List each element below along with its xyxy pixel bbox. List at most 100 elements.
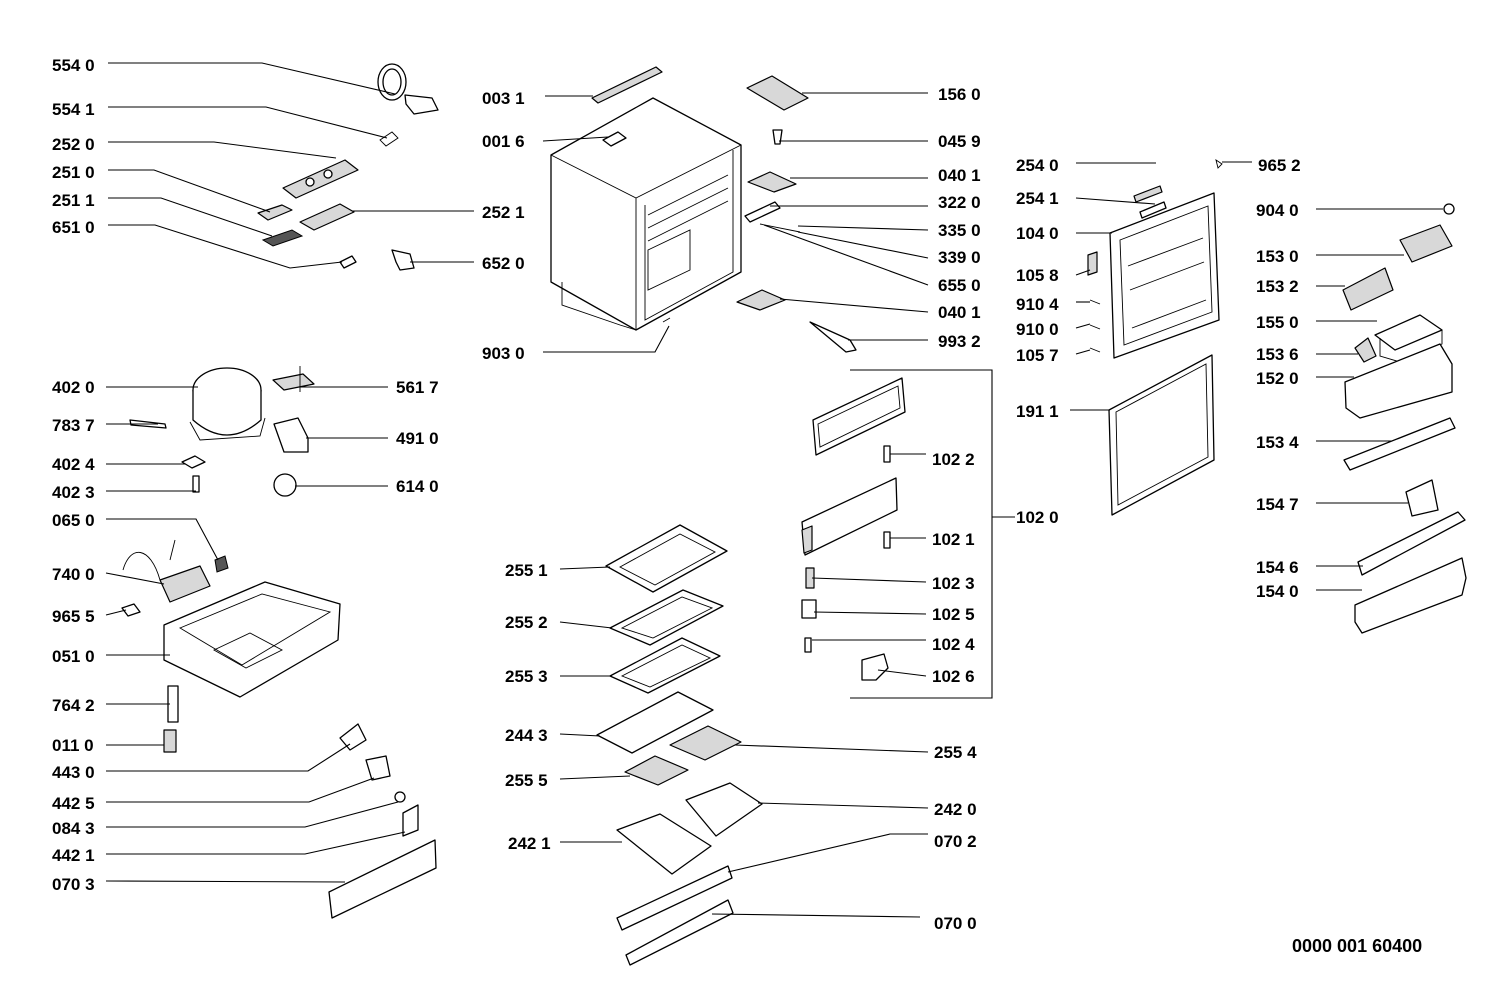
label-402-0: 402 0 — [52, 378, 95, 397]
label-153-2: 153 2 — [1256, 277, 1299, 296]
label-442-1: 442 1 — [52, 846, 95, 865]
grille-part — [261, 229, 304, 247]
label-102-3: 102 3 — [932, 574, 975, 593]
pin-2-part — [804, 637, 812, 653]
ice-tray-part — [746, 75, 809, 111]
label-554-1: 554 1 — [52, 100, 95, 119]
compressor-part — [189, 367, 266, 441]
label-903-0: 903 0 — [482, 344, 525, 363]
label-251-1: 251 1 — [52, 191, 95, 210]
label-153-6: 153 6 — [1256, 345, 1299, 364]
label-070-2: 070 2 — [934, 832, 977, 851]
cover-part — [299, 203, 355, 231]
label-051-0: 051 0 — [52, 647, 95, 666]
label-255-3: 255 3 — [505, 667, 548, 686]
relay-cover-part — [273, 417, 309, 453]
drain-part — [809, 321, 857, 353]
label-102-2: 102 2 — [932, 450, 975, 469]
small-bin-part — [1405, 479, 1439, 517]
base-strip-part — [625, 899, 734, 966]
bin-cover-2-part — [1342, 267, 1394, 311]
hinge-pin-part — [883, 445, 891, 463]
label-102-5: 102 5 — [932, 605, 975, 624]
label-084-3: 084 3 — [52, 819, 95, 838]
label-254-0: 254 0 — [1016, 156, 1059, 175]
hinge-bracket-part — [744, 201, 781, 223]
freezer-door-part — [801, 477, 898, 556]
bottle-guard-part — [1357, 511, 1466, 576]
door-seal-inner — [1115, 363, 1209, 506]
fan-ring-part — [377, 63, 439, 115]
egg-tray-part — [1374, 314, 1443, 351]
clip-part — [379, 131, 399, 147]
light-housing-part — [282, 159, 359, 199]
label-402-4: 402 4 — [52, 455, 95, 474]
label-242-0: 242 0 — [934, 800, 977, 819]
label-191-1: 191 1 — [1016, 402, 1059, 421]
label-442-5: 442 5 — [52, 794, 95, 813]
part-labels: 554 0 554 1 252 0 251 0 251 1 651 0 252 … — [52, 56, 1422, 956]
rail-part — [1343, 417, 1456, 471]
freezer-gasket-part — [812, 377, 906, 456]
pressure-switch-part — [365, 755, 391, 781]
tray-1-part — [624, 755, 689, 786]
bracket-part — [1354, 337, 1377, 363]
label-065-0: 065 0 — [52, 511, 95, 530]
label-655-0: 655 0 — [938, 276, 981, 295]
label-154-7: 154 7 — [1256, 495, 1299, 514]
label-252-0: 252 0 — [52, 135, 95, 154]
switch-part — [257, 204, 293, 221]
label-910-0: 910 0 — [1016, 320, 1059, 339]
label-251-0: 251 0 — [52, 163, 95, 182]
plate-part — [801, 599, 817, 619]
label-904-0: 904 0 — [1256, 201, 1299, 220]
cabinet-part — [550, 66, 742, 331]
relay-part — [192, 475, 200, 493]
shelf-2-part — [609, 589, 724, 646]
nut-part — [394, 791, 406, 803]
label-651-0: 651 0 — [52, 218, 95, 237]
label-105-7: 105 7 — [1016, 346, 1059, 365]
label-153-0: 153 0 — [1256, 247, 1299, 266]
top-strip-part — [591, 66, 663, 104]
label-335-0: 335 0 — [938, 221, 981, 240]
label-154-0: 154 0 — [1256, 582, 1299, 601]
label-156-0: 156 0 — [938, 85, 981, 104]
label-255-4: 255 4 — [934, 743, 977, 762]
damper-part — [167, 685, 179, 723]
bottle-shelf-part — [1354, 557, 1467, 634]
label-322-0: 322 0 — [938, 193, 981, 212]
label-001-6: 001 6 — [482, 132, 525, 151]
fan-motor-part — [272, 373, 315, 391]
reference-number: 0000 001 60400 — [1292, 936, 1422, 956]
connector-part — [214, 555, 229, 573]
label-402-3: 402 3 — [52, 483, 95, 502]
label-040-1: 040 1 — [938, 166, 981, 185]
label-965-2: 965 2 — [1258, 156, 1301, 175]
door-part — [1109, 185, 1220, 359]
glass-shelf-part — [596, 691, 714, 754]
shelf-1-part — [605, 524, 728, 593]
stopper-part — [1443, 203, 1455, 215]
kick-plate-part — [328, 839, 437, 919]
label-152-0: 152 0 — [1256, 369, 1299, 388]
label-255-5: 255 5 — [505, 771, 548, 790]
door-shelf-part — [1344, 343, 1453, 419]
label-554-0: 554 0 — [52, 56, 95, 75]
label-102-1: 102 1 — [932, 530, 975, 549]
label-255-1: 255 1 — [505, 561, 548, 580]
label-614-0: 614 0 — [396, 477, 439, 496]
shelf-3-part — [609, 637, 721, 694]
label-070-3: 070 3 — [52, 875, 95, 894]
label-491-0: 491 0 — [396, 429, 439, 448]
label-154-6: 154 6 — [1256, 558, 1299, 577]
lamp-part — [339, 255, 357, 269]
mount-part — [181, 455, 206, 469]
label-254-1: 254 1 — [1016, 189, 1059, 208]
label-255-2: 255 2 — [505, 613, 548, 632]
plate-2-part — [402, 804, 419, 837]
label-252-1: 252 1 — [482, 203, 525, 222]
label-242-1: 242 1 — [508, 834, 551, 853]
label-244-3: 244 3 — [505, 726, 548, 745]
